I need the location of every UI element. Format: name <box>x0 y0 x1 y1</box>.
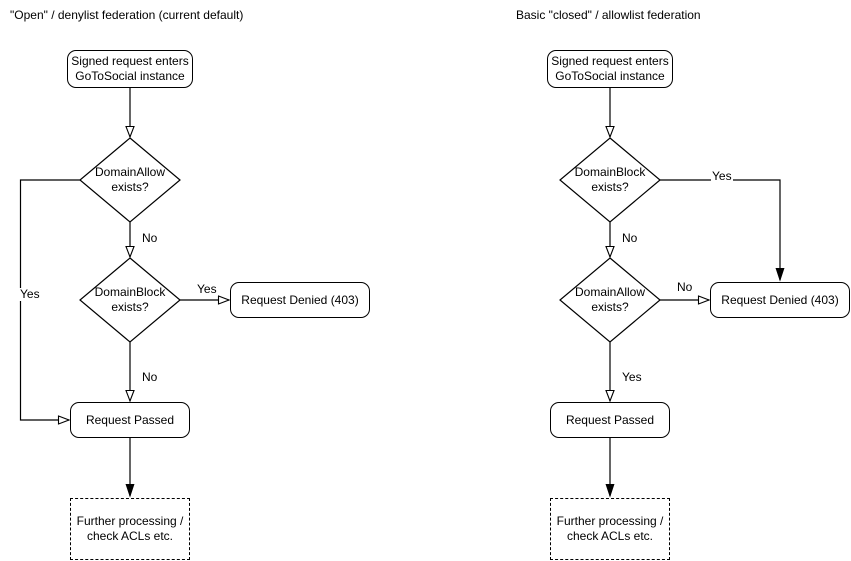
left-passed-node: Request Passed <box>70 402 190 438</box>
right-passed-node: Request Passed <box>550 402 670 438</box>
left-chart-title: "Open" / denylist federation (current de… <box>10 8 244 22</box>
left-denied-node: Request Denied (403) <box>230 282 370 318</box>
right-label-decision2-yes: Yes <box>621 370 643 384</box>
left-further-node: Further processing / check ACLs etc. <box>70 498 190 560</box>
right-denied-node: Request Denied (403) <box>710 282 850 318</box>
left-label-decision2-no: No <box>141 370 159 384</box>
left-decision2-label: DomainBlock exists? <box>94 285 166 314</box>
left-label-decision1-no: No <box>141 231 159 245</box>
right-chart-title: Basic "closed" / allowlist federation <box>516 8 701 22</box>
right-label-decision2-no: No <box>676 280 694 294</box>
right-label-decision1-yes: Yes <box>711 169 733 183</box>
left-decision1-label: DomainAllow exists? <box>94 165 166 194</box>
right-further-node: Further processing / check ACLs etc. <box>550 498 670 560</box>
right-edge-decision1-yes-to-denied <box>660 179 785 282</box>
right-decision1-label: DomainBlock exists? <box>574 165 646 194</box>
right-decision2-label: DomainAllow exists? <box>574 285 646 314</box>
left-label-decision2-yes: Yes <box>196 282 218 296</box>
left-label-decision1-yes: Yes <box>19 287 41 301</box>
right-label-decision1-no: No <box>621 231 639 245</box>
left-start-node: Signed request enters GoToSocial instanc… <box>67 50 193 88</box>
right-start-node: Signed request enters GoToSocial instanc… <box>547 50 673 88</box>
